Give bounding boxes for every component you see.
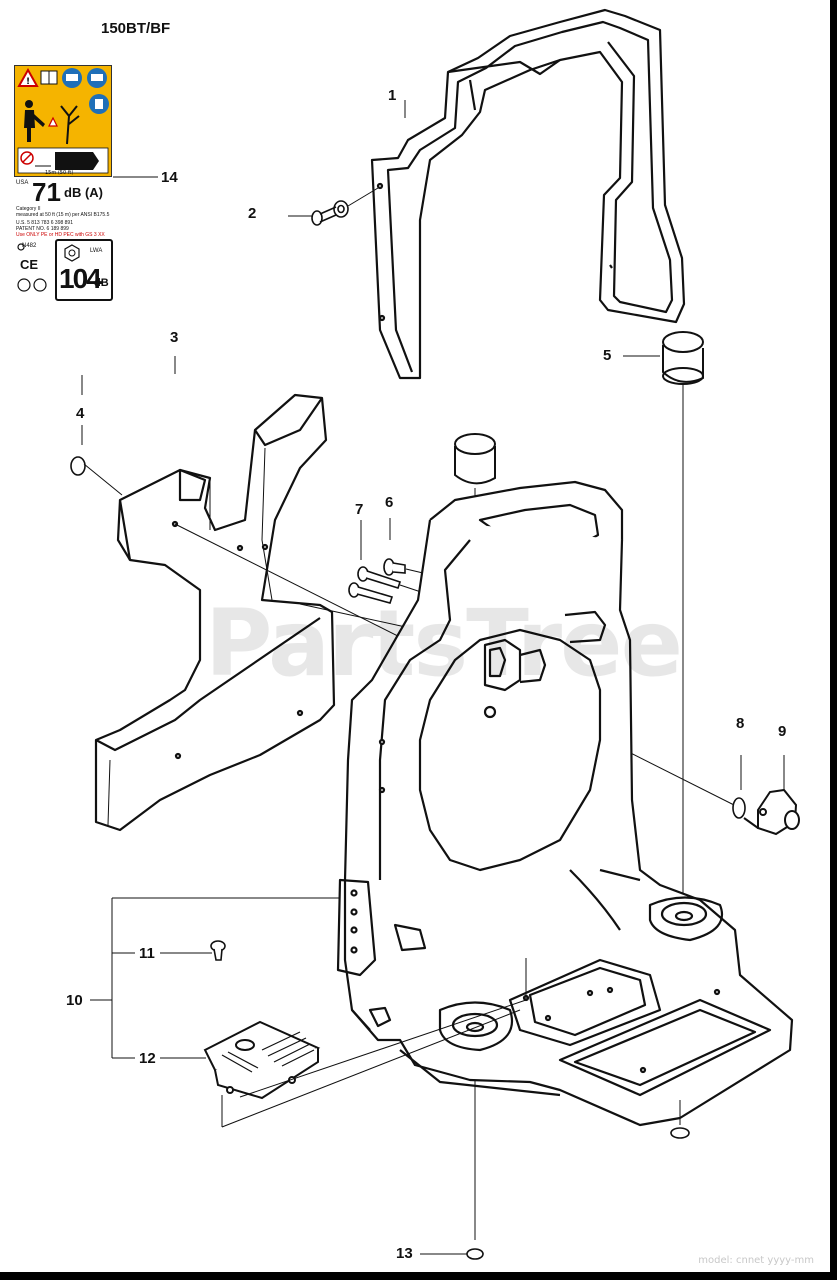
main-back-plate — [336, 480, 794, 1127]
decal-lwa: LWA — [90, 248, 103, 254]
decal-distance-label: 15m (50 ft) — [45, 170, 73, 176]
part-11-rivet — [160, 940, 226, 961]
callout-2: 2 — [248, 205, 257, 222]
part-9-damper-nut — [743, 755, 800, 836]
part-14-warning-decal: ! 15m (50 ft) — [14, 65, 112, 177]
part-8-washer — [732, 755, 746, 819]
decal-measured: measured at 50 ft (15 m) per ANSI B175.5 — [16, 212, 110, 218]
certification-marks-icon — [17, 278, 47, 292]
callout-8: 8 — [736, 715, 745, 732]
decal-artwork: ! 15m (50 ft) — [17, 67, 109, 176]
part-2-bolt — [288, 187, 379, 226]
callout-9: 9 — [778, 723, 787, 740]
tree-icon — [60, 105, 80, 145]
operator-figure-icon — [24, 100, 45, 142]
gear-mark-icon — [17, 243, 25, 251]
decal-sound-power-unit: dB — [94, 277, 109, 289]
callout-5: 5 — [603, 347, 612, 364]
callout-14: 14 — [161, 169, 178, 186]
diagram-title: 150BT/BF — [101, 20, 171, 37]
watermark-text: PartsTree — [205, 590, 683, 697]
callout-3: 3 — [170, 329, 179, 346]
decal-warning-line: Use ONLY PE or HD PEC with GS 3 XX — [16, 232, 105, 238]
part-5-damper — [662, 331, 704, 905]
decal-noise-info: USA 71 dB (A) Category II measured at 50… — [14, 177, 113, 302]
part-13-foot-pad — [466, 1100, 690, 1260]
decal-ce-mark: CE — [20, 257, 39, 272]
callout-7: 7 — [355, 501, 364, 518]
sound-power-box: LWA 104 dB — [55, 239, 113, 301]
callout-6: 6 — [385, 494, 394, 511]
decal-patents-2: PATENT NO. 6 189 899 — [16, 226, 69, 232]
callout-4: 4 — [76, 405, 85, 422]
part-4-rivet — [70, 375, 123, 496]
leader-lines — [90, 100, 660, 1255]
decal-noise-unit: dB (A) — [64, 185, 103, 200]
decal-sound-power-value: 104 — [59, 263, 102, 294]
decal-patents-1: U.S. 5 813 783 6 398 891 — [16, 220, 73, 226]
part-7-bolts — [348, 520, 461, 606]
decal-category: Category II — [16, 206, 41, 212]
part-6-bolt — [383, 518, 441, 578]
callout-13: 13 — [396, 1245, 413, 1262]
warning-triangle-icon — [17, 67, 39, 87]
callout-1: 1 — [388, 87, 397, 104]
part-1-frame — [370, 8, 686, 380]
callout-10: 10 — [66, 992, 83, 1009]
callout-12: 12 — [139, 1050, 156, 1067]
footer-text: model: cnnet yyyy-mm — [698, 1255, 814, 1266]
sound-power-hexagon-icon — [64, 244, 80, 262]
part-3-back-pad — [94, 393, 336, 832]
part-12-foot — [203, 1020, 321, 1100]
callout-11: 11 — [139, 945, 155, 962]
decal-usa: USA — [16, 180, 29, 186]
svg-text:!: ! — [26, 77, 30, 87]
decal-code: N482 — [22, 243, 37, 249]
decal-noise-value: 71 — [32, 177, 61, 207]
